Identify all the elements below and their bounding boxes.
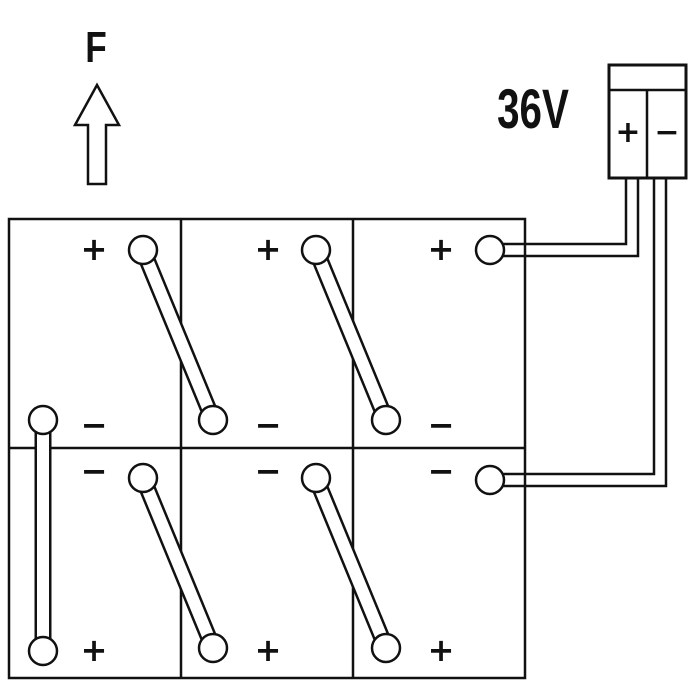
connector-plus-sign: + xyxy=(615,115,640,150)
battery-4-bottom-sign: + xyxy=(81,631,108,669)
battery-2-bottom-sign: − xyxy=(255,406,282,444)
battery-5-top-sign: − xyxy=(255,452,282,490)
battery-2-top-sign: + xyxy=(255,230,282,268)
battery-4-top-sign: − xyxy=(81,452,108,490)
terminal-post xyxy=(474,464,506,496)
battery-2: + − xyxy=(255,230,282,444)
terminal-post xyxy=(300,234,332,266)
terminal-post xyxy=(300,462,332,494)
forward-arrow-icon xyxy=(72,82,122,186)
terminal-post xyxy=(474,234,506,266)
battery-1-top-sign: + xyxy=(81,230,108,268)
terminal-post xyxy=(370,632,402,664)
battery-3: + − xyxy=(428,230,455,444)
terminal-post xyxy=(370,404,402,436)
negative-cable xyxy=(503,178,668,488)
battery-5-bottom-sign: + xyxy=(255,631,282,669)
terminal-post xyxy=(27,404,59,436)
jumper-strap-4 xyxy=(134,469,222,657)
terminal-post xyxy=(127,462,159,494)
voltage-label: 36V xyxy=(497,79,569,141)
connector-plug: + − xyxy=(607,63,688,180)
jumper-strap-1 xyxy=(134,241,222,429)
jumper-strap-5 xyxy=(307,469,395,657)
battery-1: + − xyxy=(81,230,108,444)
battery-6-bottom-sign: + xyxy=(428,631,455,669)
terminal-post xyxy=(197,404,229,436)
terminal-post xyxy=(197,632,229,664)
jumper-strap-2 xyxy=(307,241,395,429)
battery-6: − + xyxy=(428,452,455,669)
terminal-post xyxy=(27,635,59,667)
battery-4: − + xyxy=(81,452,108,669)
battery-6-top-sign: − xyxy=(428,452,455,490)
battery-block xyxy=(7,217,527,680)
battery-1-bottom-sign: − xyxy=(81,406,108,444)
positive-cable xyxy=(503,178,640,258)
connector-minus-sign: − xyxy=(654,115,679,150)
direction-label: F xyxy=(85,23,107,72)
battery-3-top-sign: + xyxy=(428,230,455,268)
jumper-straps xyxy=(34,241,395,660)
terminal-posts xyxy=(27,234,506,667)
terminal-post xyxy=(127,234,159,266)
battery-3-bottom-sign: − xyxy=(428,406,455,444)
battery-5: − + xyxy=(255,452,282,669)
